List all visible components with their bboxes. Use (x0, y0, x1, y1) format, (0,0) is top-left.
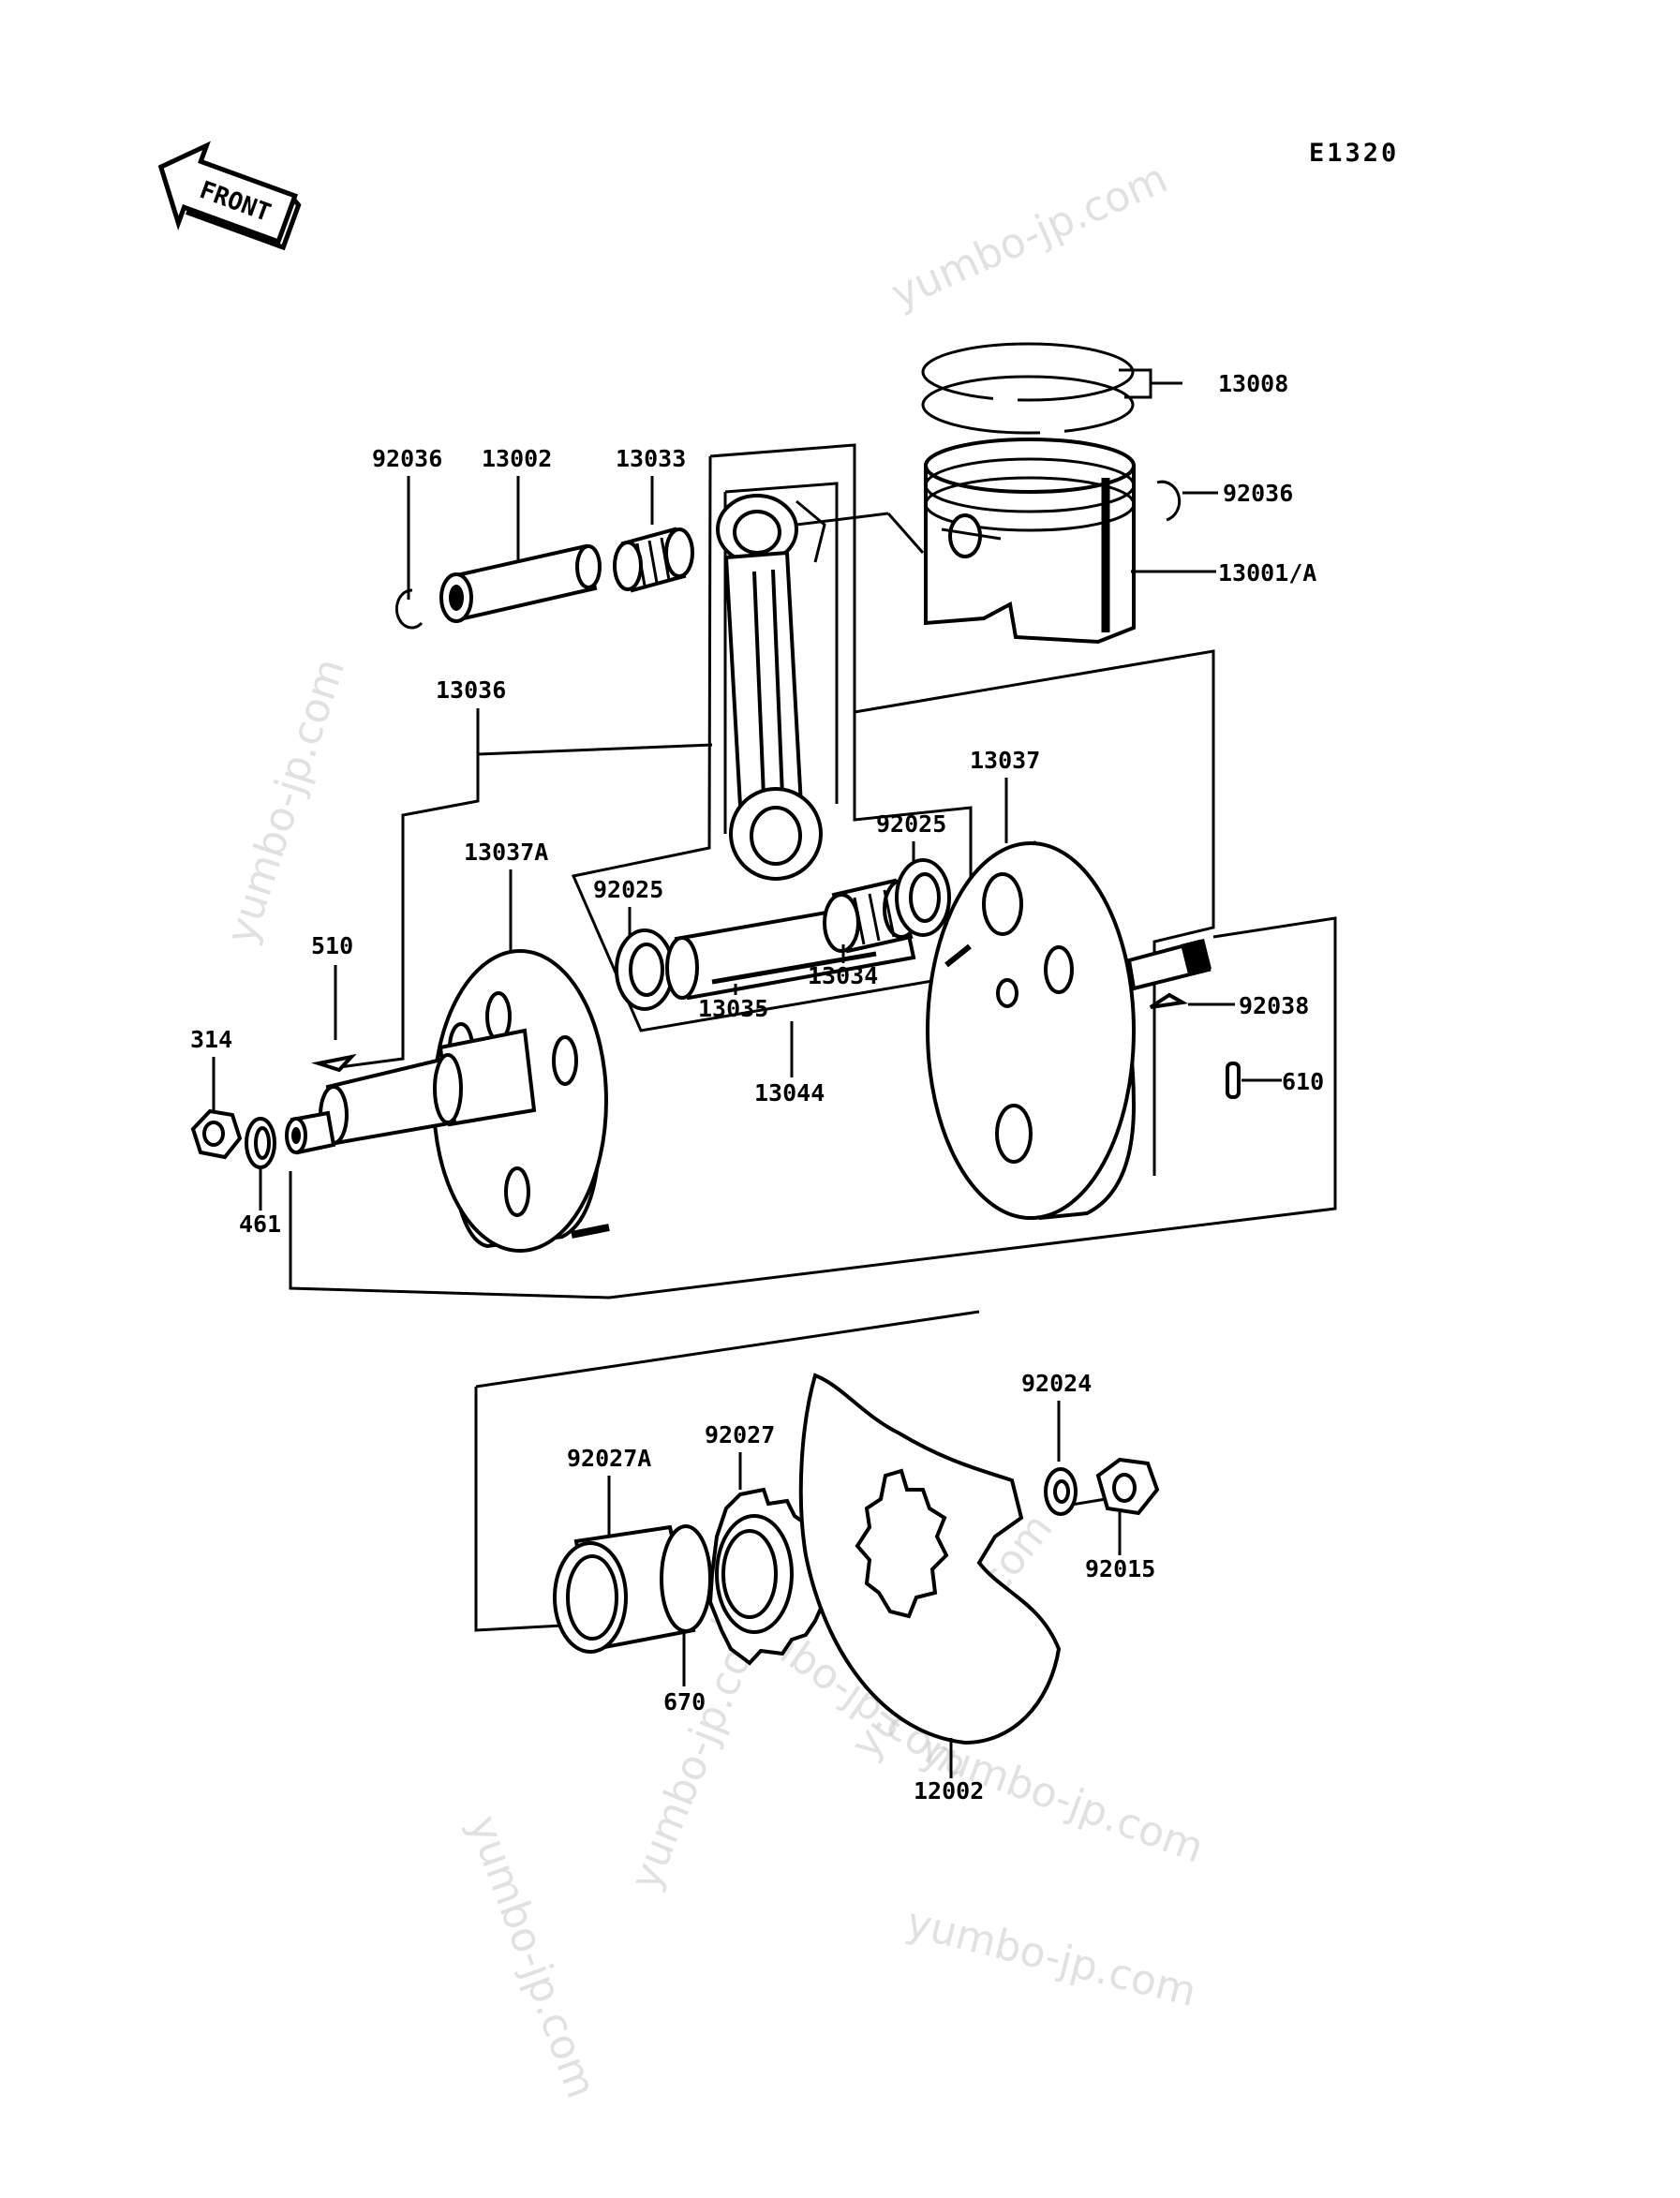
assembly-frame-lines (289, 443, 1337, 1632)
part-label-92036-left: 92036 (372, 445, 442, 472)
flywheel-right (926, 840, 1137, 1221)
connecting-rod (716, 494, 826, 881)
gear-92027 (707, 1487, 825, 1666)
circlip-left (394, 588, 424, 630)
washer-92024 (1044, 1467, 1078, 1516)
thrust-washer-right (895, 858, 951, 937)
part-label-92038: 92038 (1239, 992, 1309, 1019)
part-label-13034: 13034 (808, 962, 878, 989)
crankshaft-right-shaft (1126, 939, 1212, 991)
part-label-12002: 12002 (914, 1777, 984, 1804)
part-label-13036: 13036 (436, 676, 506, 704)
small-end-needle-bearing (613, 527, 694, 593)
collar-92027a (553, 1524, 712, 1654)
part-label-92036-right: 92036 (1223, 480, 1293, 507)
washer-461 (245, 1117, 276, 1169)
watermark: yumbo-jp.com (885, 155, 1175, 319)
part-label-314: 314 (190, 1026, 232, 1053)
nut-314 (190, 1108, 243, 1160)
watermark: yumbo-jp.com (217, 653, 354, 950)
part-label-13008: 13008 (1218, 370, 1288, 397)
woodruff-key-right (1149, 992, 1189, 1009)
part-label-92027a: 92027A (567, 1445, 651, 1472)
part-label-670: 670 (663, 1688, 706, 1715)
part-label-13035: 13035 (698, 995, 768, 1022)
part-label-13002: 13002 (482, 445, 552, 472)
woodruff-key (311, 1053, 357, 1073)
thrust-washer-left (615, 928, 675, 1011)
part-label-92025-left: 92025 (593, 876, 663, 903)
part-label-92025-right: 92025 (876, 810, 946, 838)
diagram-code: E1320 (1309, 139, 1399, 168)
part-label-510: 510 (311, 932, 353, 959)
front-arrow-icon: FRONT (157, 141, 302, 251)
watermark: yumbo-jp.com (901, 1898, 1200, 2016)
part-label-13001-a: 13001/A (1218, 559, 1316, 587)
part-label-461: 461 (239, 1210, 281, 1238)
part-label-610: 610 (1282, 1068, 1324, 1095)
part-label-13037: 13037 (970, 747, 1040, 774)
part-label-92027: 92027 (705, 1421, 775, 1448)
piston (924, 438, 1136, 645)
part-label-92024: 92024 (1021, 1370, 1092, 1397)
plate-12002 (798, 1373, 1062, 1745)
nut-92015 (1095, 1457, 1160, 1516)
circlip-right (1156, 480, 1182, 522)
part-label-13037a: 13037A (464, 839, 548, 866)
watermark: yumbo-jp.com (459, 1809, 605, 2104)
part-label-13044: 13044 (754, 1079, 825, 1106)
part-label-13033: 13033 (616, 445, 686, 472)
part-label-92015: 92015 (1085, 1555, 1155, 1582)
piston-pin (439, 543, 602, 623)
piston-rings (921, 342, 1135, 439)
dowel-pin-610 (1226, 1062, 1241, 1099)
crankshaft-left-shaft (285, 1028, 537, 1155)
